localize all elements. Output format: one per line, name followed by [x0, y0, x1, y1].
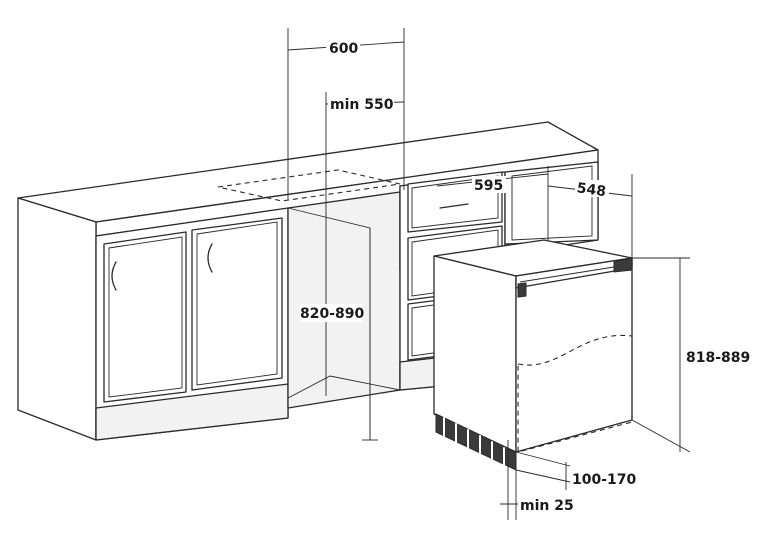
door-handle-1 [111, 261, 117, 291]
dim-width-min-550: min 550 [330, 97, 394, 113]
niche-recess [287, 191, 401, 409]
appliance [433, 239, 633, 471]
niche-outline-dashed [217, 169, 401, 202]
dim-appliance-depth: 548 [576, 180, 607, 200]
dimension-labels: 600 min 550 820-890 595 548 818-889 100-… [300, 38, 756, 514]
dim-width-600: 600 [329, 41, 358, 57]
plinth-grille [443, 417, 505, 467]
plinth-left [95, 383, 289, 441]
dim-niche-height: 820-890 [300, 306, 365, 322]
appliance-front [515, 257, 633, 453]
dim-min-gap: min 25 [520, 498, 574, 514]
hinge-top [517, 282, 527, 298]
cabinet-door-2 [191, 217, 283, 391]
cabinet-door-1 [103, 231, 187, 403]
dim-appliance-height: 818-889 [686, 350, 750, 366]
cabinet-left-side [17, 197, 97, 441]
side-cabinet [504, 161, 599, 245]
control-knob [613, 257, 633, 273]
drawer-handle [439, 203, 469, 209]
kitchen-cabinets [17, 121, 599, 441]
dim-plinth-height: 100-170 [572, 472, 637, 488]
dim-appliance-width: 595 [474, 178, 503, 194]
door-handle-2 [207, 243, 213, 273]
